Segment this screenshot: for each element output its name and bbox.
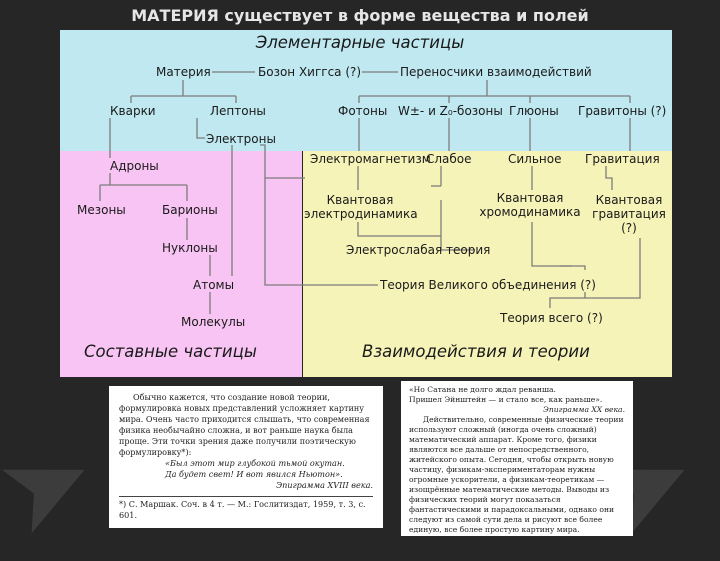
node-gluons: Глюоны: [509, 104, 559, 118]
node-quantum-gravity: Квантовая гравитация (?): [592, 193, 666, 235]
node-interaction-carriers: Переносчики взаимодействий: [400, 65, 592, 79]
node-higgs-boson: Бозон Хиггса (?): [258, 65, 362, 79]
node-leptons: Лептоны: [210, 104, 266, 118]
node-baryons: Барионы: [162, 203, 218, 217]
node-strong: Сильное: [508, 152, 562, 166]
node-grand-unified-theory: Теория Великого объединения (?): [380, 278, 596, 292]
document-excerpt-left: Обычно кажется, что создание новой теори…: [109, 386, 383, 528]
node-mesons: Мезоны: [77, 203, 126, 217]
node-weak: Слабое: [426, 152, 472, 166]
node-photons: Фотоны: [338, 104, 388, 118]
doc-left-epigraph-source: Эпиграмма XVIII века.: [275, 480, 373, 490]
node-quarks: Кварки: [110, 104, 156, 118]
doc-right-epigraph-source: Эпиграмма XX века.: [543, 405, 625, 414]
region-elementary-particles: [60, 30, 672, 151]
node-electromagnetism: Электромагнетизм: [310, 152, 431, 166]
node-hadrons: Адроны: [110, 159, 159, 173]
doc-right-verse-2: Пришел Эйнштейн — и стало все, как раньш…: [409, 395, 603, 404]
node-gravitons: Гравитоны (?): [578, 104, 667, 118]
node-gravitation: Гравитация: [585, 152, 660, 166]
slide-title: МАТЕРИЯ существует в форме вещества и по…: [131, 6, 589, 25]
node-theory-of-everything: Теория всего (?): [500, 311, 603, 325]
node-qed: Квантовая электродинамика: [304, 193, 418, 221]
region-label-interactions: Взаимодействия и теории: [362, 342, 590, 361]
doc-right-verse-1: «Но Сатана не долго ждал реванша.: [409, 385, 556, 394]
doc-left-footnote-rule: [119, 496, 373, 497]
region-label-elementary: Элементарные частицы: [255, 33, 465, 52]
doc-left-body: Обычно кажется, что создание новой теори…: [119, 392, 370, 457]
node-molecules: Молекулы: [181, 315, 246, 329]
region-label-composite: Составные частицы: [84, 342, 257, 361]
node-electrons: Электроны: [206, 132, 276, 146]
node-nucleons: Нуклоны: [162, 241, 218, 255]
node-atoms: Атомы: [193, 278, 235, 292]
document-excerpt-right: «Но Сатана не долго ждал реванша. Пришел…: [401, 381, 633, 536]
node-electroweak-theory: Электрослабая теория: [346, 243, 491, 257]
node-wz-bosons: W±- и Z₀-бозоны: [398, 104, 503, 118]
node-materia: Материя: [156, 65, 211, 79]
doc-left-verse-1: «Был этот мир глубокой тьмой окутан.: [165, 458, 345, 468]
connector-lines: [99, 71, 641, 314]
node-qcd: Квантовая хромодинамика: [479, 191, 581, 219]
doc-left-verse-2: Да будет свет! И вот явился Ньютон».: [165, 469, 343, 479]
doc-left-footnote: *) С. Маршак. Соч. в 4 т. — М.: Гослитиз…: [119, 499, 366, 520]
doc-right-body: Действительно, современные физические те…: [409, 415, 624, 534]
region-interactions-theories: [303, 151, 672, 377]
